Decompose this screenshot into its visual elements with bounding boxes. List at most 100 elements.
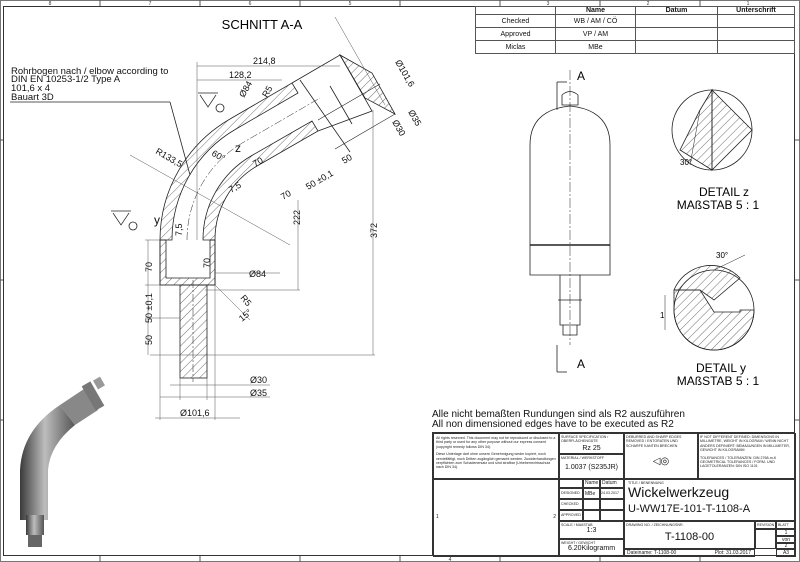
detail-z-view — [671, 88, 753, 171]
sheet-format: A3 — [776, 549, 796, 557]
header-cell: Datum — [635, 6, 718, 15]
detail-y-dim: 1 — [660, 311, 665, 320]
approved-label: APPROVED — [559, 510, 583, 521]
dim-d30: Ø30 — [390, 118, 407, 138]
row-signature — [717, 27, 795, 41]
name-header: Name — [583, 479, 600, 488]
header-cell: Unterschrift — [717, 6, 795, 15]
scale-cell: SCALE / MAßSTAB 1:3 — [559, 521, 624, 539]
detail-y-scale: MAßSTAB 5 : 1 — [677, 374, 760, 388]
detail-z-angle: 30° — [680, 158, 692, 167]
rights-text: All rights reserved. This document may n… — [436, 436, 556, 449]
date-header: Datum — [600, 479, 624, 488]
dim-d35b: Ø35 — [250, 388, 267, 398]
mark: 1 — [436, 514, 439, 520]
section-marker-bottom: A — [577, 357, 585, 371]
detail-y-angle: 30° — [716, 251, 728, 260]
column-number: 8 — [49, 1, 52, 7]
dim-d101b: Ø101,6 — [180, 408, 210, 418]
rights-text-de: Diese Unterlage darf ohne unsere Genehmi… — [436, 452, 556, 470]
column-number: 2 — [647, 1, 650, 7]
blank-cell: 1 2 — [433, 479, 559, 557]
designed-date: 24.03.2017 — [600, 488, 624, 499]
grid-cell — [583, 499, 600, 510]
detail-z-marker: z — [235, 141, 241, 155]
grid-cell — [559, 479, 583, 488]
scale-value: 1:3 — [586, 527, 597, 535]
grid-cell — [600, 510, 624, 521]
rights-cell: All rights reserved. This document may n… — [433, 433, 559, 479]
column-number: 6 — [249, 1, 252, 7]
dim-222: 222 — [292, 210, 302, 225]
dim-d84b: Ø84 — [249, 269, 266, 279]
dim-70b: 70 — [279, 188, 293, 202]
detail-y-title: DETAIL y — [696, 361, 746, 375]
row-label: Checked — [475, 14, 556, 28]
detail-y-marker: y — [154, 213, 160, 227]
weight-value: 6.20Kilogramm — [567, 545, 616, 553]
filename: Dateiname: T-1108-00 — [627, 550, 677, 556]
title-block: All rights reserved. This document may n… — [432, 432, 796, 557]
dim-372: 372 — [369, 223, 379, 238]
surface-value: Rz 25 — [582, 444, 601, 452]
row-name: MBe — [555, 40, 636, 54]
deburr-text: DEBURRED AND SHARP EDGES REMOVED / ENTGR… — [626, 435, 682, 448]
note-line: DIN EN 10253-1/2 Type A — [11, 74, 121, 85]
sheet-of: von — [776, 536, 796, 543]
column-number: 4 — [449, 557, 452, 562]
surface-cell: SURFACE SPECIFICATION / OBERFLÄCHENGÜTE … — [559, 433, 624, 454]
dim-d84: Ø84 — [237, 79, 254, 99]
dim-50-tol: 50 ±0,1 — [304, 168, 335, 192]
dim-r5: R5 — [260, 84, 274, 99]
column-number: 3 — [547, 1, 550, 7]
note-line: 101,6 x 4 — [11, 83, 50, 94]
detail-z-title: DETAIL z — [699, 185, 749, 199]
material-cell: MATERIAL / WERKSTOFF 1.0037 (S235JR) — [559, 454, 624, 479]
row-date — [635, 27, 718, 41]
3d-render — [20, 376, 105, 547]
plot-date: Plot: 31.03.2017 — [714, 550, 751, 556]
row-signature — [717, 40, 795, 54]
dim-128: 128,2 — [229, 70, 252, 80]
dim-d35: Ø35 — [406, 108, 423, 128]
detail-y-view — [664, 254, 755, 351]
sheet-label: BLATT — [776, 521, 796, 529]
column-number: 7 — [149, 1, 152, 7]
general-notes: Alle nicht bemaßten Rundungen sind als R… — [432, 410, 685, 430]
dim-50-tol-b: 50 ±0,1 — [144, 293, 154, 323]
defaults-cell: IF NOT DIFFERENT DEFINED: DIMENSIONS IN … — [698, 433, 796, 479]
column-number: 5 — [349, 1, 352, 7]
row-signature — [717, 14, 795, 28]
note-line: Rohrbogen nach / elbow according to — [11, 66, 168, 77]
row-date — [635, 14, 718, 28]
revision-value — [755, 529, 776, 549]
elbow-note: Rohrbogen nach / elbow according to DIN … — [11, 66, 168, 103]
detail-z-scale: MAßSTAB 5 : 1 — [677, 198, 760, 212]
dim-70: 70 — [251, 155, 265, 169]
tolerances-text: TOLERANCES / TOLERANZEN: DIN 2768-m-K GE… — [700, 455, 777, 469]
dim-50b: 50 — [144, 335, 154, 345]
dim-70d: 70 — [202, 258, 212, 268]
note-line: Bauart 3D — [11, 92, 54, 103]
drawing-no-label: DRAWING NO. / ZEICHNUNGSNR. — [626, 523, 684, 527]
revision-label: REVISION — [755, 521, 776, 529]
drawing-no-cell: DRAWING NO. / ZEICHNUNGSNR. T-1108-00 — [624, 521, 755, 549]
header-cell: Name — [555, 6, 636, 15]
drawing-subtitle: U-WW17E-101-T-1108-A — [628, 503, 751, 516]
dim-70c: 70 — [144, 262, 154, 272]
title-cell: TITLE / BENENNUNG Wickelwerkzeug U-WW17E… — [624, 479, 796, 521]
dim-r5b: R5 — [238, 293, 253, 308]
row-label: Approved — [475, 27, 556, 41]
section-title: SCHNITT A-A — [222, 17, 303, 32]
section-geometry — [10, 16, 397, 420]
grid-cell — [600, 499, 624, 510]
sheet-total: 2 — [776, 543, 796, 549]
dim-r133: R133,5 — [154, 146, 184, 169]
sheet-number: 1 — [776, 529, 796, 536]
material-value: 1.0037 (S235JR) — [565, 464, 618, 472]
